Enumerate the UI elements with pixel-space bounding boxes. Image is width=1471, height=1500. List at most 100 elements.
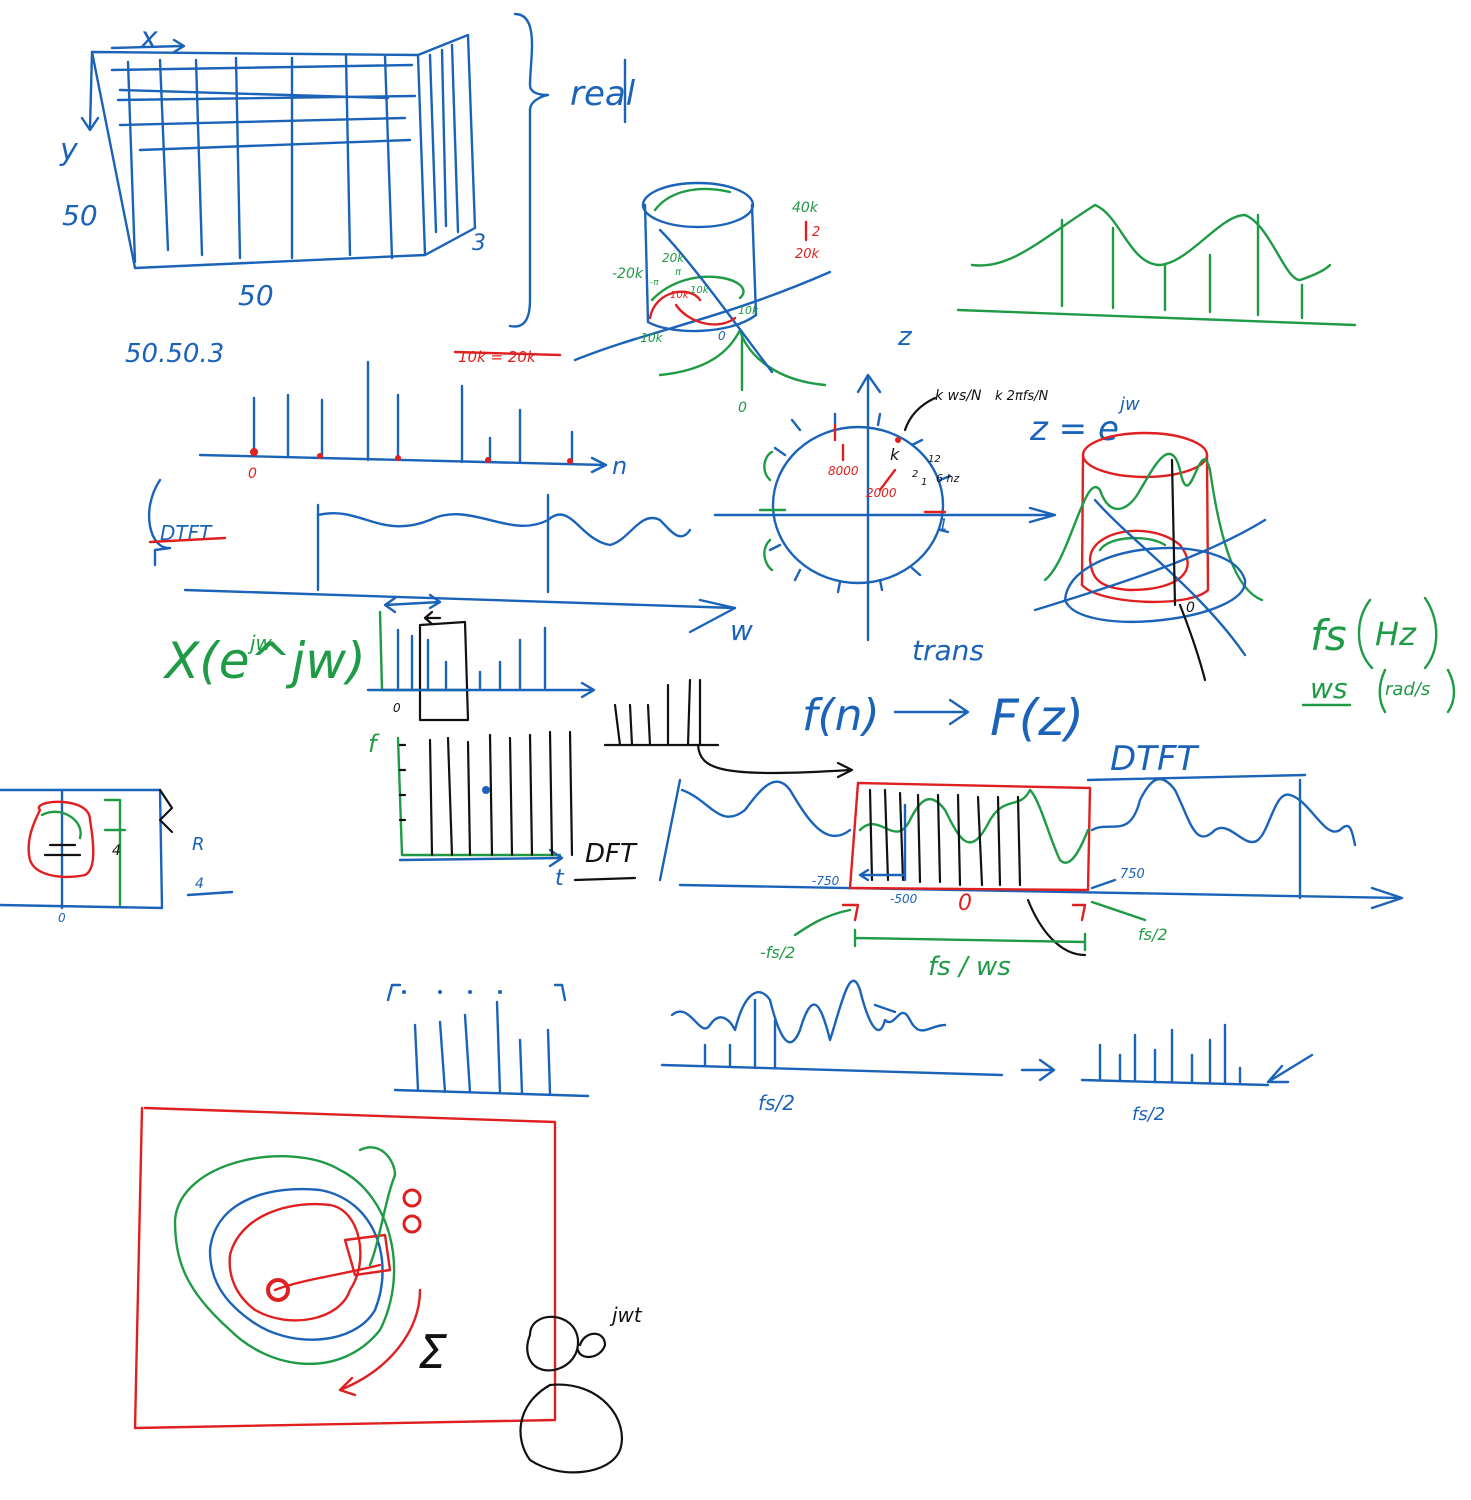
freq-2000: 2000 [866, 486, 897, 500]
top-freq-label: 40k [792, 200, 819, 216]
sample-dot-4 [567, 458, 573, 464]
black-pointer [1026, 898, 1087, 957]
z-cylinder-impulse [1170, 458, 1177, 607]
ws-label: ws [1310, 672, 1348, 705]
dtft-heading: DTFT [1110, 739, 1200, 779]
dft-origin: 0 [393, 701, 401, 715]
z-cylinder-unit-circle [1063, 546, 1247, 623]
half-band-samples [1098, 1023, 1242, 1086]
phasor-arm [273, 1233, 392, 1292]
x-arrow-head [172, 38, 186, 54]
phasor-circle-2 [576, 1332, 607, 1358]
n-arrow [590, 456, 608, 474]
n-origin: 0 [248, 466, 257, 482]
circuit-sketch: R 4 4 0 [0, 788, 234, 925]
spectrum-zero: 0 [738, 400, 747, 416]
z-cylinder-green-arc [1098, 536, 1167, 552]
spectrum-axis [678, 883, 1402, 900]
four-b: 4 [195, 876, 204, 892]
y-axis-arrow [88, 50, 94, 130]
rad-s-label: rad/s [1385, 679, 1430, 700]
z-cylinder-origin: 0 [1186, 600, 1195, 616]
dtft-sketch: n 0 w DTFT X(e^jw) jw [147, 360, 753, 690]
circuit-element [43, 843, 82, 857]
fs-half-pointers [793, 900, 1147, 937]
dtft-bracket [147, 478, 172, 567]
spectrum-blue-wave [680, 773, 1357, 847]
cylinder-axis-2 [658, 228, 774, 374]
tick-pi: π [675, 267, 682, 278]
circle-ticks [768, 412, 952, 594]
z-cylinder-wave [1043, 452, 1264, 602]
y-axis-label: y [59, 133, 79, 168]
cylinder-red-arc [648, 290, 737, 326]
z-transform-note: f(n) F(z) [802, 689, 1084, 747]
half-band-axis-right [1080, 1078, 1270, 1087]
half-band-right-pointer [1266, 1053, 1314, 1084]
brace [508, 12, 550, 328]
cylinder-sides [643, 203, 758, 324]
dft-window [418, 620, 470, 722]
mapping-note: 10k = 20k [458, 348, 537, 366]
real-axis-arrow [1028, 506, 1057, 524]
circuit-red-loop [27, 800, 95, 879]
fs-half-label: fs/2 [1138, 925, 1168, 944]
window-shift-arrow [423, 610, 442, 626]
fs-half-markers [841, 903, 1087, 922]
dft-sequence-stems [396, 626, 547, 690]
formula-k-2pi-fs: k 2πfs/N [995, 389, 1048, 404]
f-of-z: F(z) [990, 689, 1084, 747]
four-b-arrow [186, 890, 234, 897]
spectrum-zero-label: 0 [958, 891, 972, 916]
phasor-circle-3 [519, 1383, 623, 1474]
shape-label: 50.50.3 [125, 339, 224, 369]
k-pointer [903, 396, 937, 432]
dft-to-spectrum-arrow [696, 743, 852, 775]
resistor [158, 788, 174, 834]
spectrum-green-wave [858, 788, 1090, 864]
z-cylinder-sides [1080, 453, 1210, 592]
tick-neg-pi: -π [650, 278, 659, 288]
sample-dot-0 [250, 448, 258, 456]
k-label: k [890, 445, 900, 464]
green-rotation-arcs [763, 450, 774, 572]
z-exponent: jw [1117, 394, 1140, 415]
sequence-stems [252, 360, 574, 465]
hz-label: Hz [1375, 615, 1417, 653]
half-band-map-arrow [1020, 1058, 1056, 1082]
dtft-wave [316, 512, 692, 547]
vector-brackets [386, 983, 567, 1002]
spiral-red [228, 1202, 362, 1322]
w-label: w [730, 614, 753, 647]
circuit-green-lead [103, 798, 127, 907]
dtft-red-underline [148, 536, 227, 544]
y-arrow-head [80, 116, 100, 132]
spectrum-samples [1060, 213, 1304, 320]
hz-parens [1357, 596, 1438, 670]
half-band-pointer [873, 1003, 897, 1014]
jwt-label: jwt [609, 1303, 643, 1327]
phasor-tip-2 [402, 1214, 422, 1234]
spiral-sketch: Σ jwt [133, 1106, 643, 1474]
x-axis-arrow [110, 44, 184, 50]
half-band-stems [703, 998, 777, 1070]
cylinder-green-arcs [650, 187, 745, 302]
z-equals: z = e [1029, 409, 1119, 449]
r-label: R [192, 834, 205, 855]
spectrum-envelope [970, 203, 1332, 282]
k-dot [895, 437, 901, 443]
spiral-frame [133, 1106, 557, 1430]
phasor-tip-1 [402, 1188, 422, 1208]
dft-t-label: t [555, 866, 565, 891]
z-cylinder-axis-1 [1033, 518, 1267, 612]
half-freq-label: 20k [795, 247, 820, 262]
pos-750-label: 750 [1120, 867, 1145, 882]
freq-8000: 8000 [828, 464, 859, 478]
neg-fs-half-label: -fs/2 [760, 943, 795, 962]
spectrum-window [848, 781, 1092, 892]
depth-label: 3 [472, 231, 486, 256]
neg-500-label: -500 [890, 892, 918, 906]
sample-dot-2 [395, 455, 401, 461]
tick-pos-10k: 10k [738, 304, 759, 317]
band-label: fs / ws [928, 952, 1011, 982]
